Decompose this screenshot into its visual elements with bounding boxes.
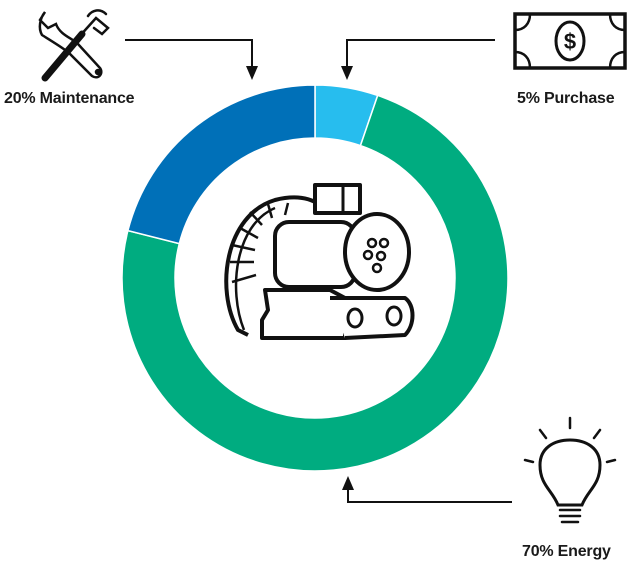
wrench-hammer-icon — [38, 9, 110, 82]
label-purchase: 5% Purchase — [517, 90, 615, 107]
label-energy: 70% Energy — [522, 543, 611, 560]
label-maintenance: 20% Maintenance — [4, 90, 135, 107]
light-bulb-icon — [523, 416, 617, 524]
purchase-arrow — [341, 39, 495, 80]
energy-arrow — [342, 476, 512, 503]
slice-maintenance — [126, 84, 316, 245]
svg-text:$: $ — [564, 29, 576, 54]
money-bill-icon: $ — [513, 12, 627, 70]
slice-energy — [121, 94, 509, 472]
motor-icon — [224, 183, 415, 340]
maintenance-arrow — [125, 39, 258, 80]
